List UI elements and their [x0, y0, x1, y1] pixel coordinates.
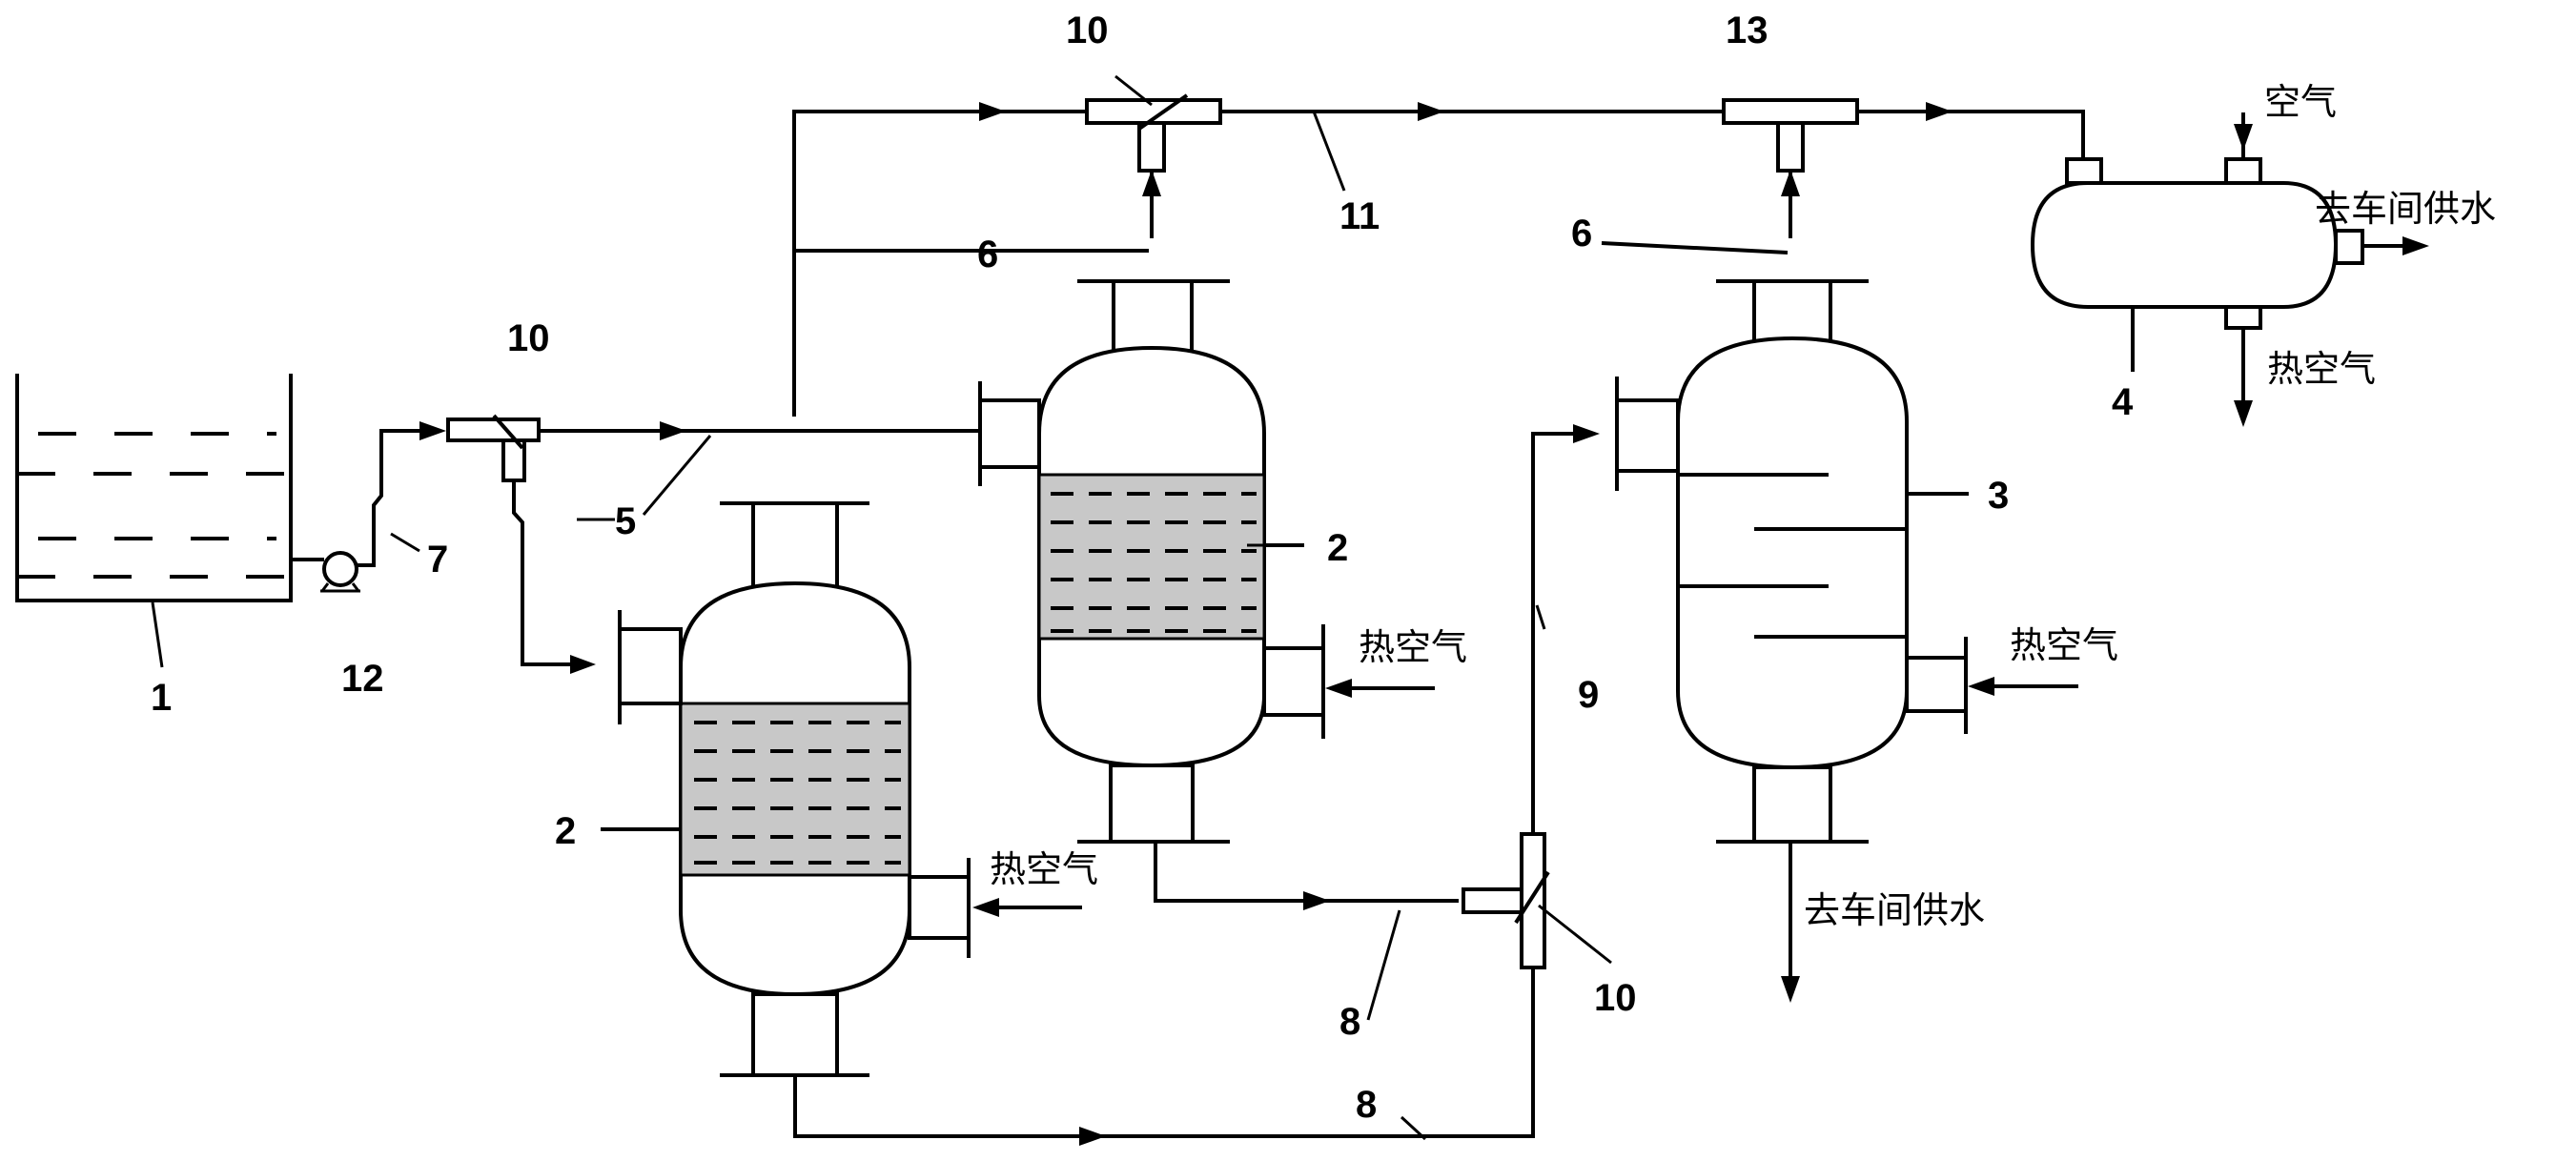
- pipe-to-tank-4: [1857, 110, 2085, 159]
- tee-13: [1722, 98, 1859, 238]
- leader-lines: [151, 74, 1612, 1141]
- label-hot-air-column2-right: 热空气: [1359, 628, 1467, 668]
- label-11: 11: [1339, 195, 1380, 237]
- pipe-8-lower: [793, 968, 1535, 1138]
- label-8-upper: 8: [1339, 1001, 1360, 1043]
- label-hot-air-column2-left: 热空气: [990, 850, 1098, 890]
- pipe-6-bypass: [792, 110, 1087, 417]
- label-5: 5: [615, 500, 636, 542]
- label-6-right: 6: [1571, 213, 1592, 255]
- pipe-8-upper: [1154, 842, 1459, 903]
- label-hot-air-out: 热空气: [2267, 350, 2376, 390]
- label-6-left: 6: [977, 234, 998, 275]
- valve-10-top: [1085, 93, 1222, 238]
- label-10-top: 10: [1066, 10, 1109, 51]
- label-supply-top: 去车间供水: [2315, 190, 2496, 230]
- pipe-9: [1531, 432, 1573, 834]
- label-1: 1: [151, 677, 172, 719]
- label-12: 12: [341, 658, 384, 700]
- label-air: 空气: [2264, 83, 2337, 123]
- valve-10-left: [446, 414, 596, 674]
- label-hot-air-column3: 热空气: [2010, 626, 2118, 666]
- label-2-left: 2: [555, 810, 576, 852]
- packed-column-2-left: [601, 501, 971, 1077]
- label-4: 4: [2112, 381, 2134, 423]
- label-9: 9: [1578, 674, 1599, 716]
- label-2-right: 2: [1327, 527, 1348, 569]
- label-13: 13: [1726, 10, 1768, 51]
- horizontal-tank-4: [2030, 112, 2429, 427]
- valve-10-bottom: [1462, 832, 1550, 969]
- column-3: [1601, 241, 1969, 844]
- label-8-lower: 8: [1356, 1084, 1377, 1126]
- pump-12: [291, 421, 446, 593]
- label-7: 7: [427, 539, 448, 580]
- label-10-left: 10: [507, 317, 550, 359]
- hot-air-inlets: [972, 677, 2078, 917]
- label-3: 3: [1988, 475, 2009, 517]
- water-tank-1: [15, 374, 293, 602]
- label-supply-bottom: 去车间供水: [1804, 891, 1985, 931]
- label-10-bottom: 10: [1594, 977, 1637, 1019]
- packed-column-2-right: [794, 249, 1325, 844]
